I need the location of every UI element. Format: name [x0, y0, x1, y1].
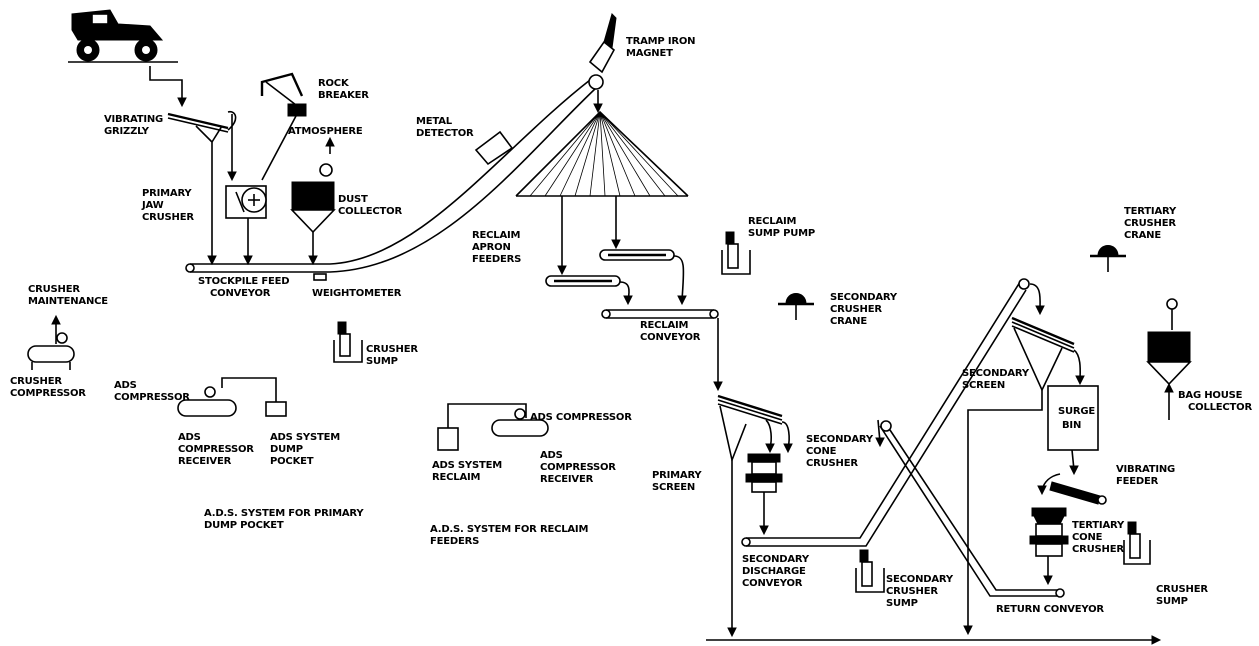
crusher-compressor-label: CRUSHER COMPRESSOR	[10, 376, 86, 399]
haul-truck-icon	[68, 9, 178, 63]
secondary-cone-crusher-label: SECONDARY CONE CRUSHER	[806, 434, 876, 469]
tertiary-cone-crusher-icon	[1029, 507, 1069, 557]
rock-breaker-icon	[260, 72, 307, 181]
secondary-crusher-crane-label: SECONDARY CRUSHER CRANE	[830, 292, 900, 327]
tramp-iron-magnet-icon	[588, 13, 617, 74]
ads-compressor-receiver-label-1: ADS COMPRESSOR RECEIVER	[178, 432, 257, 467]
reclaim-apron-feeders-label: RECLAIM APRON FEEDERS	[472, 230, 524, 265]
crusher-sump-pump-icon	[333, 321, 363, 363]
metal-detector-icon	[474, 130, 514, 166]
tertiary-crusher-crane-icon	[1090, 245, 1126, 272]
bag-house-collector-label: BAG HOUSE COLLECTOR	[1178, 390, 1252, 413]
ads-compressor-label-2: ADS COMPRESSOR	[530, 412, 632, 423]
crusher-sump-label-1: CRUSHER SUMP	[366, 344, 421, 367]
primary-jaw-crusher-label: PRIMARY JAW CRUSHER	[141, 188, 195, 223]
surge-bin-label: SURGE BIN	[1058, 406, 1098, 431]
ads-compressor-label-1: ADS COMPRESSOR	[114, 380, 190, 403]
secondary-discharge-conveyor	[741, 278, 1030, 547]
reclaim-conveyor	[601, 309, 719, 319]
crusher-maintenance-label: CRUSHER MAINTENANCE	[28, 284, 108, 307]
primary-screen-icon	[717, 394, 793, 463]
stockpile-icon	[515, 110, 689, 197]
reclaim-sump-pump-label: RECLAIM SUMP PUMP	[748, 216, 815, 239]
ads-primary-caption: A.D.S. SYSTEM FOR PRIMARY DUMP POCKET	[204, 508, 367, 531]
secondary-cone-crusher-icon	[745, 453, 783, 530]
apron-feeder-icon-1	[545, 275, 621, 287]
tramp-iron-magnet-label: TRAMP IRON MAGNET	[626, 36, 699, 59]
weightometer-label: WEIGHTOMETER	[312, 288, 402, 299]
ads-dump-pocket-box	[265, 401, 287, 417]
crusher-sump-label-2: CRUSHER SUMP	[1156, 584, 1211, 607]
vibrating-grizzly-label: VIBRATING GRIZZLY	[104, 114, 166, 137]
ads-reclaim-box	[437, 427, 459, 451]
secondary-screen-label: SECONDARY SCREEN	[962, 368, 1032, 391]
tertiary-crusher-crane-label: TERTIARY CRUSHER CRANE	[1124, 206, 1179, 241]
metal-detector-label: METAL DETECTOR	[416, 116, 474, 139]
secondary-screen-icon	[1011, 316, 1085, 392]
crusher-sump-pump-icon-2	[1123, 521, 1151, 565]
atmosphere-label: ATMOSPHERE	[288, 126, 363, 137]
dust-collector-icon	[290, 163, 336, 260]
reclaim-sump-pump-icon	[721, 231, 751, 275]
vibrating-grizzly-icon	[167, 110, 237, 260]
rock-breaker-label: ROCK BREAKER	[318, 78, 369, 101]
reclaim-conveyor-label: RECLAIM CONVEYOR	[640, 320, 701, 343]
apron-feeder-icon-2	[599, 249, 675, 261]
secondary-crusher-crane-icon	[778, 293, 814, 320]
vibrating-feeder-label: VIBRATING FEEDER	[1116, 464, 1178, 487]
tertiary-cone-crusher-label: TERTIARY CONE CRUSHER	[1072, 520, 1127, 555]
ads-compressor-receiver-icon-2	[491, 408, 549, 437]
bag-house-collector-icon	[1146, 298, 1192, 420]
secondary-discharge-conveyor-label: SECONDARY DISCHARGE CONVEYOR	[742, 554, 812, 589]
vibrating-feeder-icon	[1037, 473, 1107, 505]
ads-compressor-receiver-label-2: ADS COMPRESSOR RECEIVER	[540, 450, 619, 485]
jaw-crusher-icon	[225, 185, 267, 219]
surge-bin-icon	[1047, 385, 1099, 451]
ads-system-reclaim-label: ADS SYSTEM RECLAIM	[432, 460, 505, 483]
ads-system-dump-pocket-label: ADS SYSTEM DUMP POCKET	[270, 432, 343, 467]
ads-compressor-receiver-icon-1	[177, 386, 237, 417]
stockpile-feed-conveyor	[185, 74, 604, 273]
weightometer-icon	[313, 273, 327, 281]
dust-collector-label: DUST COLLECTOR	[338, 194, 402, 217]
ads-reclaim-caption: A.D.S. SYSTEM FOR RECLAIM FEEDERS	[430, 524, 592, 547]
return-conveyor-label: RETURN CONVEYOR	[996, 604, 1104, 615]
crusher-compressor-icon	[27, 332, 75, 370]
return-conveyor	[879, 420, 1065, 598]
stockpile-feed-conveyor-label: STOCKPILE FEED CONVEYOR	[198, 276, 293, 299]
primary-screen-label: PRIMARY SCREEN	[652, 470, 705, 493]
secondary-crusher-sump-icon	[855, 549, 885, 593]
secondary-crusher-sump-label: SECONDARY CRUSHER SUMP	[886, 574, 956, 609]
